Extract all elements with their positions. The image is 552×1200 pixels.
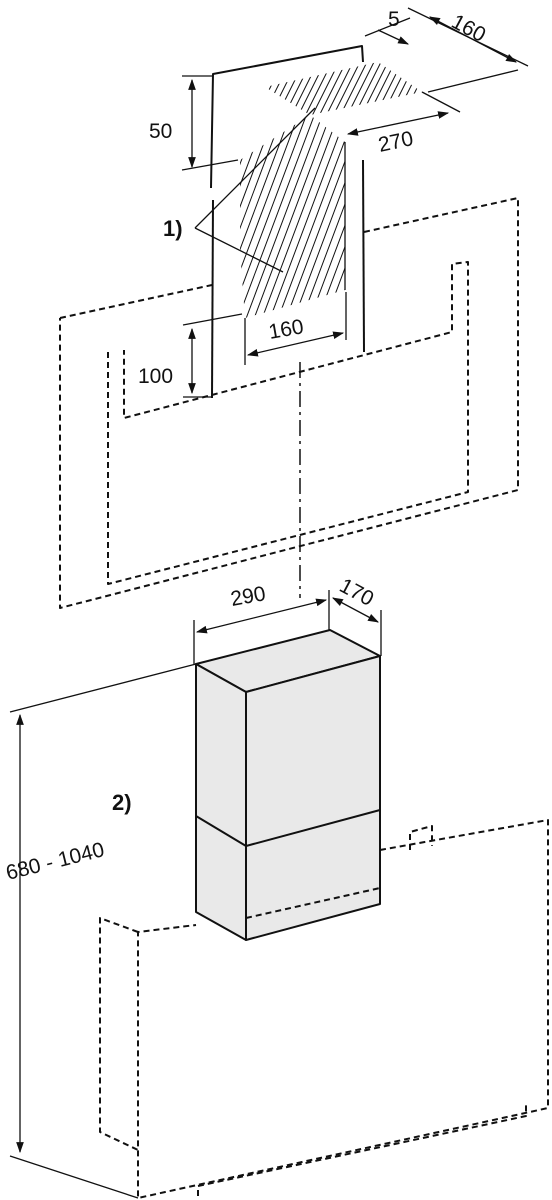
svg-text:170: 170 [336,574,378,611]
svg-text:680 - 1040: 680 - 1040 [4,838,107,885]
svg-text:160: 160 [267,315,306,344]
svg-text:290: 290 [229,582,268,611]
callout-1-label: 1) [163,216,183,241]
dimension-5: 5 [364,8,411,45]
callout-1-leader [194,107,316,273]
dimension-100: 100 [138,313,243,398]
svg-text:5: 5 [388,8,400,31]
dimension-50: 50 [149,75,239,171]
lower-duct [195,629,381,941]
dimension-290: 290 [193,582,330,664]
svg-text:160: 160 [448,10,490,47]
svg-text:50: 50 [149,120,172,143]
hood-outline-upper [59,197,519,609]
outlet-top-hatch [265,62,422,115]
dimension-270: 270 [346,91,461,157]
hood-outline-lower [99,819,549,1199]
svg-text:100: 100 [138,365,173,388]
dimension-160-depth: 160 [407,7,529,93]
svg-text:270: 270 [376,127,415,157]
callout-2-label: 2) [112,790,132,815]
